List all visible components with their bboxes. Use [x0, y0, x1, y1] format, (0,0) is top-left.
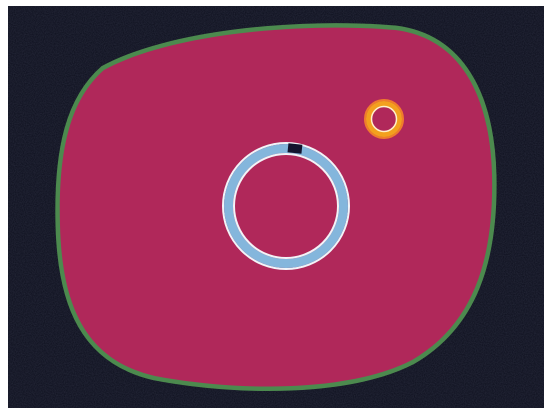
cell-body [60, 28, 492, 387]
large-ring-dark-marker [288, 143, 303, 153]
